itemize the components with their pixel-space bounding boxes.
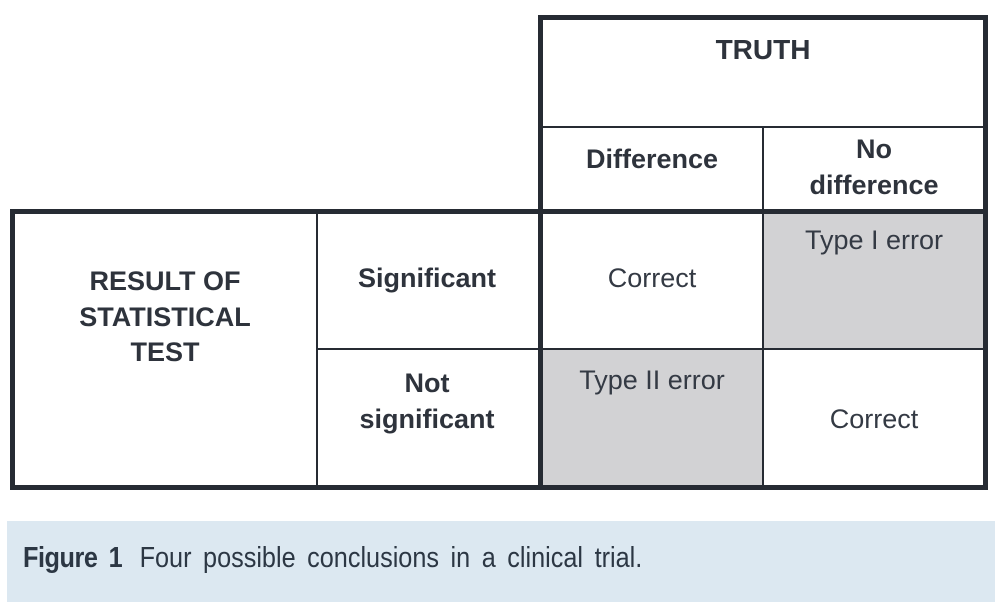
col-header-difference-text: Difference	[585, 144, 719, 175]
shaded-cell-type-2-error-background	[538, 349, 763, 490]
col-header-no-difference: No difference	[765, 129, 983, 207]
grid-line-row-divider	[317, 348, 988, 350]
grid-line-column-divider	[762, 127, 764, 490]
cell-not-significant-difference: Type II error	[543, 351, 761, 488]
figure-caption-text: Four possible conclusions in a clinical …	[139, 542, 643, 574]
cell-correct-bottom-text: Correct	[829, 403, 919, 434]
cell-type-1-error-text: Type I error	[804, 225, 944, 255]
figure-caption-inner: Figure 1 Four possible conclusions in a c…	[23, 542, 642, 575]
row-header-not-significant-text: Not significant	[359, 367, 495, 434]
cell-correct-top-text: Correct	[607, 263, 697, 294]
cell-significant-difference: Correct	[543, 211, 761, 347]
figure-caption: Figure 1 Four possible conclusions in a c…	[7, 521, 995, 602]
row-group-header: RESULT OF STATISTICAL TEST	[15, 214, 315, 485]
figure-caption-label: Figure 1	[23, 542, 123, 574]
cell-significant-no-difference: Type I error	[765, 211, 983, 347]
cell-type-2-error-text: Type II error	[579, 365, 725, 395]
col-header-difference: Difference	[543, 129, 761, 207]
shaded-cell-type-1-error-background	[763, 209, 988, 349]
truth-group-header-text: TRUTH	[715, 34, 811, 65]
row-group-header-text: RESULT OF STATISTICAL TEST	[79, 266, 251, 368]
cell-not-significant-no-difference: Correct	[765, 351, 983, 488]
row-header-not-significant: Not significant	[318, 351, 536, 488]
col-header-no-difference-text: No difference	[809, 134, 939, 200]
truth-group-header: TRUTH	[543, 20, 983, 122]
row-header-significant-text: Significant	[357, 263, 496, 294]
row-header-significant: Significant	[318, 211, 536, 347]
